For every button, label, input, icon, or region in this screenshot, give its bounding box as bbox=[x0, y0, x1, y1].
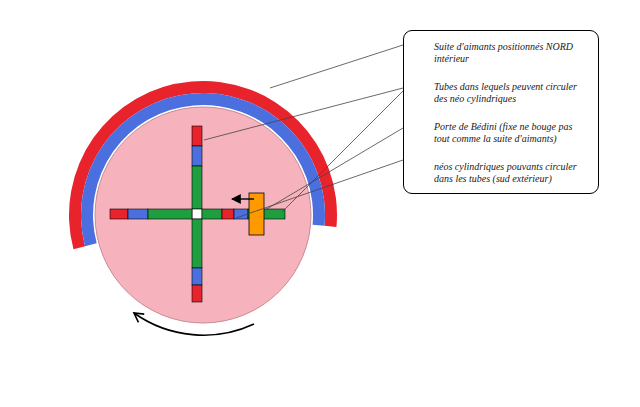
callout-text: Suite d'aimants positionnés NORD intérie… bbox=[434, 41, 590, 65]
motion-arrow bbox=[232, 198, 254, 199]
callout-text: néos cylindriques pouvants circuler dans… bbox=[434, 161, 590, 185]
rotor-disc bbox=[95, 107, 311, 323]
callout-box: Suite d'aimants positionnés NORD intérie… bbox=[403, 30, 599, 194]
callout-text: Porte de Bédini (fixe ne bouge pas tout … bbox=[434, 121, 590, 145]
leader-lines bbox=[204, 45, 403, 218]
rotation-arrow bbox=[134, 313, 254, 335]
callout-text: Tubes dans lequels peuvent circuler des … bbox=[434, 81, 590, 105]
vertical-tube bbox=[192, 126, 202, 302]
